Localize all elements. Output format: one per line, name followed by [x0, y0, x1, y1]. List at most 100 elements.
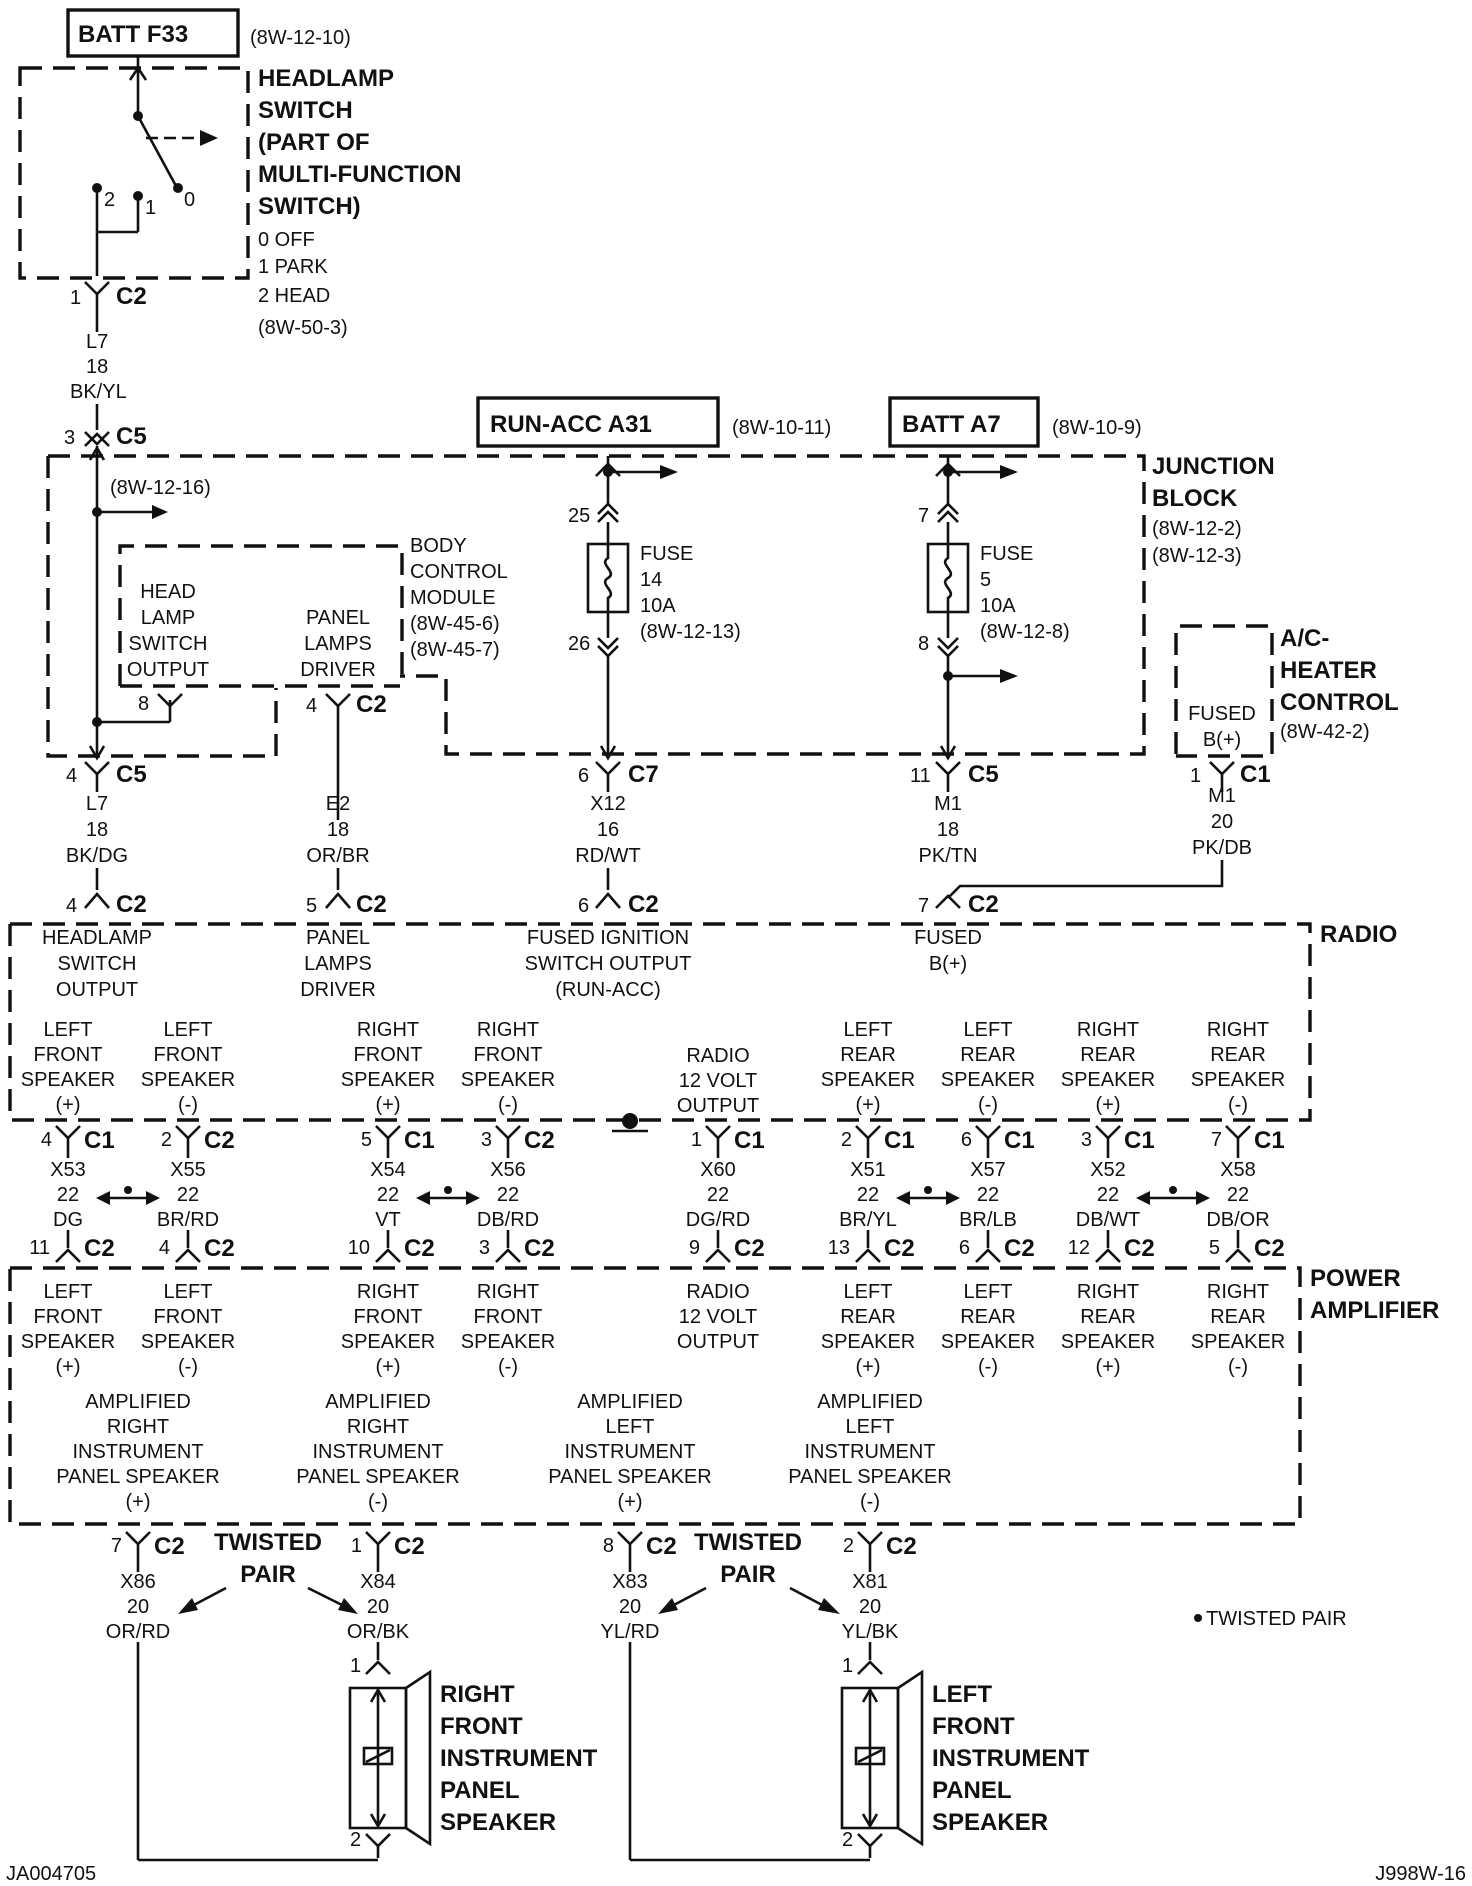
jb-title-line: JUNCTION [1152, 453, 1275, 480]
radio-output-line: LEFT [844, 1019, 893, 1041]
junction-block-title: JUNCTION BLOCK (8W-12-2) (8W-12-3) [1152, 453, 1275, 567]
batt-f33-ref: (8W-12-10) [250, 27, 351, 49]
wire-label: DB/OR [1206, 1209, 1269, 1231]
radio-input-connectors: 4 C2 5 C2 6 C2 7 C2 [66, 891, 999, 918]
wire-label: 22 [857, 1184, 879, 1206]
wire-label: X58 [1220, 1159, 1256, 1181]
connector-name: C2 [116, 283, 147, 310]
left-front-ip-speaker: 2 1 LEFT FRONT INSTRUMENT PANEL SPEAKER [628, 1642, 1090, 1862]
fuse-label: 14 [640, 569, 662, 591]
wire-label: X52 [1090, 1159, 1126, 1181]
speaker-title-line: INSTRUMENT [440, 1745, 598, 1772]
connector-name: C2 [404, 1235, 435, 1262]
connector-pin: 8 [603, 1535, 614, 1557]
radio-output-line: SPEAKER [1191, 1069, 1285, 1091]
connector-pin: 2 [843, 1535, 854, 1557]
amp-input-line: LEFT [164, 1281, 213, 1303]
fuse-label: (8W-12-8) [980, 621, 1070, 643]
fuse-pin: 25 [568, 505, 590, 527]
radio-output-line: FRONT [154, 1044, 223, 1066]
amp-output-line: PANEL SPEAKER [788, 1466, 951, 1488]
connector-pin: 4 [41, 1129, 52, 1151]
radio-input-line: FUSED IGNITION [527, 927, 689, 949]
speaker-title-line: PANEL [440, 1777, 520, 1804]
run-acc-source: RUN-ACC A31 (8W-10-11) [476, 396, 831, 448]
radio-output-line: SPEAKER [141, 1069, 235, 1091]
radio-output-line: SPEAKER [1061, 1069, 1155, 1091]
radio-input-line: PANEL [306, 927, 370, 949]
jb-ref: (8W-12-3) [1152, 545, 1242, 567]
amp-input-line: LEFT [44, 1281, 93, 1303]
amp-input-line: (-) [498, 1356, 518, 1378]
run-acc-label: RUN-ACC A31 [490, 411, 652, 438]
fuse-label: FUSE [980, 543, 1033, 565]
connector-name: C1 [1124, 1127, 1155, 1154]
connector-pin: 1 [351, 1535, 362, 1557]
bcm-title: BODY CONTROL MODULE (8W-45-6) (8W-45-7) [410, 535, 508, 661]
radio-output-line: 12 VOLT [679, 1070, 758, 1092]
bcm-label: LAMPS [304, 633, 372, 655]
twisted-pair-right: TWISTED PAIR [658, 1529, 840, 1614]
radio-output-line: (+) [56, 1094, 81, 1116]
right-front-ip-speaker: 2 1 RIGHT FRONT INSTRUMENT PANEL SPEAKER [136, 1642, 598, 1862]
radio-output-line: REAR [1210, 1044, 1266, 1066]
connector-pin: 4 [159, 1237, 170, 1259]
amp-input-line: (+) [1096, 1356, 1121, 1378]
connector-name: C2 [734, 1235, 765, 1262]
body-control-module: BODY CONTROL MODULE (8W-45-6) (8W-45-7) … [118, 535, 508, 820]
bcm-label: DRIVER [300, 659, 376, 681]
hs-position-1: 1 PARK [258, 256, 328, 278]
amp-input-line: REAR [960, 1306, 1016, 1328]
amp-input-line: RIGHT [477, 1281, 539, 1303]
wire-gauge: 18 [86, 356, 108, 378]
radio-output-line: REAR [1080, 1044, 1136, 1066]
connector-pin: 12 [1068, 1237, 1090, 1259]
amp-input-line: LEFT [964, 1281, 1013, 1303]
wire-color: RD/WT [575, 845, 641, 867]
wire-label: BR/RD [157, 1209, 219, 1231]
hs-ref: (8W-50-3) [258, 317, 348, 339]
amp-input-line: FRONT [354, 1306, 423, 1328]
ac-ref: (8W-42-2) [1280, 721, 1370, 743]
wire-label: DG [53, 1209, 83, 1231]
connector-symbol [1225, 1125, 1251, 1140]
connector-name: C2 [1004, 1235, 1035, 1262]
hs-title-line: HEADLAMP [258, 65, 394, 92]
connector-pin: 7 [1211, 1129, 1222, 1151]
wire-gauge: 18 [937, 819, 959, 841]
connector-symbol [857, 1531, 883, 1546]
wire-gauge: 18 [86, 819, 108, 841]
hs-connector-c2: 1 C2 [70, 281, 147, 312]
amp-output-line: AMPLIFIED [577, 1391, 683, 1413]
twisted-pair-left: TWISTED PAIR [178, 1529, 358, 1614]
connector-name: C1 [1254, 1127, 1285, 1154]
jb-title-line: BLOCK [1152, 485, 1238, 512]
wire-l7-bkyl: L7 18 BK/YL [70, 331, 127, 403]
connector-name: C5 [968, 761, 999, 788]
connector-name: C2 [84, 1235, 115, 1262]
twisted-pair-arrow [96, 1186, 160, 1205]
wire-color: BK/YL [70, 381, 127, 403]
fuse-pin: 7 [918, 505, 929, 527]
wire-label: 22 [497, 1184, 519, 1206]
radio-input-line: SWITCH [58, 953, 137, 975]
radio-output-line: SPEAKER [341, 1069, 435, 1091]
bcm-label: HEAD [140, 581, 196, 603]
connector-pin: 7 [918, 895, 929, 917]
connector-name: C1 [84, 1127, 115, 1154]
amp-input-line: (-) [178, 1356, 198, 1378]
radio-output-line: (+) [1096, 1094, 1121, 1116]
speaker-title-line: FRONT [932, 1713, 1015, 1740]
